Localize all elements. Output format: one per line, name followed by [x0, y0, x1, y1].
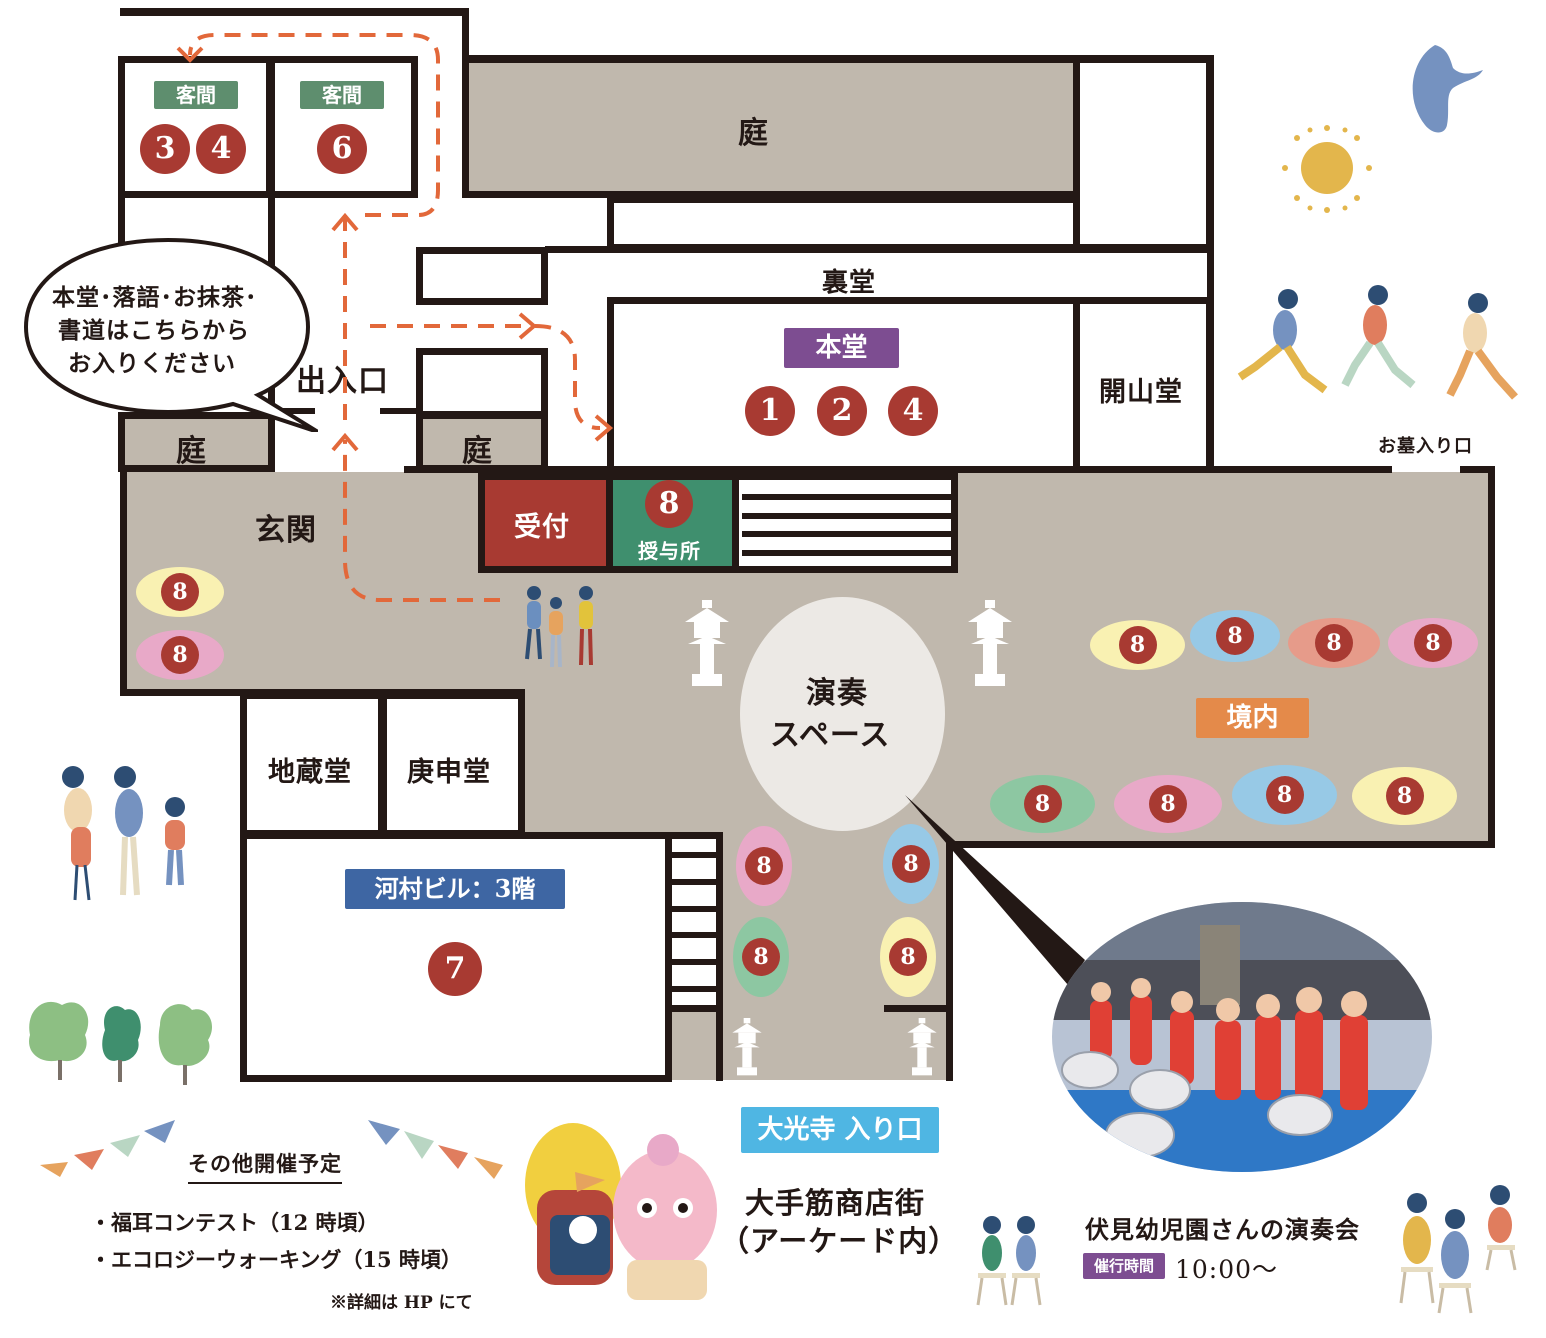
stall[interactable]: 8 — [1288, 618, 1380, 668]
other-events-item-2: ・エコロジーウォーキング（15 時頃） — [90, 1247, 462, 1272]
bunting-left-icon — [40, 1120, 175, 1177]
stall-number: 8 — [161, 636, 199, 674]
event-number-4[interactable]: 4 — [196, 124, 246, 174]
amulet-office-label: 授与所 — [638, 539, 701, 563]
jizoudou-label: 地蔵堂 — [268, 757, 352, 788]
family-icon — [62, 766, 185, 901]
kawamura-tag: 河村ビル：3階 — [345, 869, 565, 909]
callout-line-1: 本堂･落語･お抹茶･ — [52, 284, 258, 311]
guest-room-1-tag: 客間 — [154, 81, 238, 109]
shopping-street-line-1: 大手筋商店街 — [745, 1186, 926, 1220]
stall-number: 8 — [1118, 626, 1157, 664]
bird-icon — [1412, 45, 1483, 133]
other-events-title: その他開催予定 — [188, 1148, 342, 1184]
guest-room-2-tag: 客間 — [300, 81, 384, 109]
temple-entrance-tag: 大光寺 入り口 — [741, 1107, 939, 1153]
performance-space-label-2: スペース — [770, 718, 891, 753]
stall-number: 8 — [1216, 617, 1254, 655]
koushindou-label: 庚申堂 — [407, 757, 491, 788]
uradou-label: 裏堂 — [822, 268, 877, 298]
concert-photo — [1052, 902, 1432, 1172]
garden-mid-block — [416, 348, 548, 418]
genkan-label: 玄関 — [255, 513, 317, 548]
stall[interactable]: 8 — [883, 824, 939, 904]
stall[interactable]: 8 — [1232, 765, 1337, 825]
side-steps — [665, 832, 723, 1012]
garden-top — [462, 56, 1080, 198]
event-number-3[interactable]: 3 — [140, 124, 190, 174]
walkers-icon — [1237, 285, 1518, 400]
kaizandou-label: 開山堂 — [1099, 377, 1183, 408]
event-number-1[interactable]: 1 — [745, 386, 795, 436]
concert-time: 10:00～ — [1175, 1255, 1279, 1284]
hondou — [607, 297, 1080, 473]
other-events-item-1: ・福耳コンテスト（12 時頃） — [90, 1210, 379, 1235]
lantern-icon — [907, 1018, 937, 1076]
stall[interactable]: 8 — [136, 567, 224, 617]
performance-space — [740, 597, 945, 831]
other-events-note: ※詳細は HP にて — [330, 1293, 473, 1313]
stall-number: 8 — [1023, 785, 1062, 823]
lantern-icon — [968, 600, 1012, 686]
visitors-icon — [525, 586, 593, 668]
callout-bubble — [23, 237, 318, 432]
stall-number: 8 — [1414, 624, 1452, 662]
lantern-icon — [732, 1018, 762, 1076]
stall[interactable]: 8 — [1352, 767, 1457, 825]
event-number-7[interactable]: 7 — [428, 942, 482, 996]
stall[interactable]: 8 — [880, 917, 936, 997]
stall[interactable]: 8 — [1090, 620, 1185, 670]
garden-left-label: 庭 — [176, 434, 207, 469]
stall-number: 8 — [742, 938, 780, 976]
stall[interactable]: 8 — [733, 917, 789, 997]
stall[interactable]: 8 — [736, 826, 792, 906]
stall[interactable]: 8 — [1388, 618, 1478, 668]
stall-number: 8 — [1385, 777, 1424, 815]
concert-time-label: 催行時間 — [1083, 1253, 1165, 1279]
kaizandou — [1073, 297, 1213, 473]
garden-left — [118, 412, 275, 472]
sun-icon — [1282, 125, 1372, 213]
event-number-6[interactable]: 6 — [317, 124, 367, 174]
trees-icon — [29, 1001, 213, 1085]
callout-line-3: お入りください — [68, 350, 236, 377]
stall-number: 8 — [1265, 776, 1304, 814]
callout-line-2: 書道はこちらから — [58, 317, 250, 344]
stall-number: 8 — [1149, 785, 1187, 823]
right-wing — [1073, 56, 1213, 251]
front-steps-treads — [742, 494, 952, 556]
entrance-label: 出入口 — [296, 364, 389, 399]
stall[interactable]: 8 — [1114, 775, 1222, 833]
hondou-tag: 本堂 — [784, 328, 899, 368]
front-steps — [732, 473, 958, 573]
stall-number: 8 — [161, 573, 199, 611]
stall[interactable]: 8 — [136, 630, 224, 680]
concert-title: 伏見幼児園さんの演奏会 — [1085, 1215, 1360, 1244]
stall-number: 8 — [889, 938, 927, 976]
seated-people-right-icon — [1399, 1185, 1517, 1314]
stall-number: 8 — [1315, 624, 1353, 662]
event-number-4b[interactable]: 4 — [888, 386, 938, 436]
reception-label: 受付 — [514, 512, 570, 543]
seated-people-left-icon — [976, 1216, 1042, 1306]
keidai-tag: 境内 — [1196, 698, 1309, 738]
garden-mid-label: 庭 — [462, 434, 493, 469]
shopping-street-line-2: （アーケード内） — [720, 1224, 959, 1258]
mascots-icon — [525, 1123, 717, 1300]
reception — [478, 473, 613, 573]
performance-space-label-1: 演奏 — [806, 676, 868, 711]
lantern-icon — [685, 600, 729, 686]
event-number-2[interactable]: 2 — [817, 386, 867, 436]
garden-top-label: 庭 — [738, 116, 769, 151]
stall[interactable]: 8 — [1190, 610, 1280, 662]
side-steps-treads — [672, 852, 716, 992]
stall[interactable]: 8 — [990, 775, 1095, 833]
small-block — [416, 247, 548, 305]
stall-number: 8 — [892, 845, 930, 883]
event-number-8-juyosho[interactable]: 8 — [645, 480, 693, 528]
grave-entrance-label: お墓入り口 — [1378, 436, 1473, 457]
stall-number: 8 — [745, 847, 783, 885]
bunting-right-icon — [368, 1120, 503, 1179]
